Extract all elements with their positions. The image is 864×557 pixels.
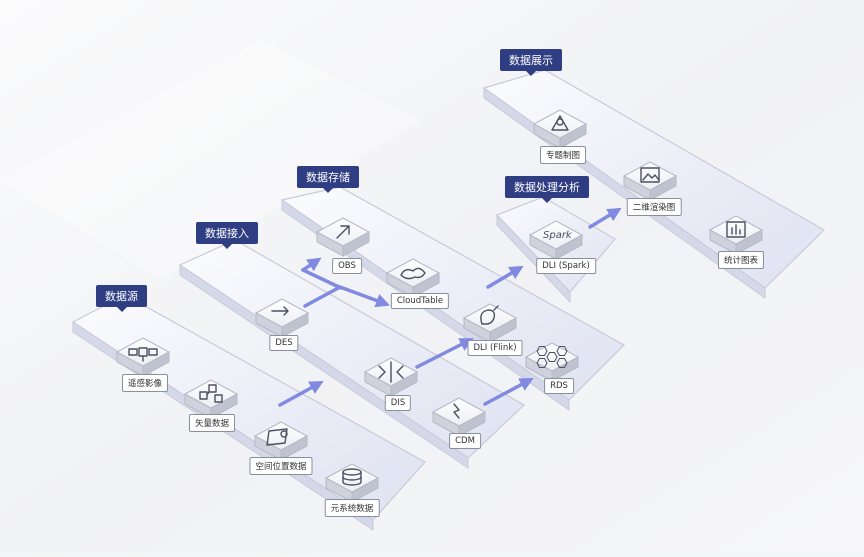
- band-ingest: [178, 239, 525, 469]
- bar-chart-icon: [726, 221, 746, 238]
- node-label-dli-spark: DLI (Spark): [536, 258, 596, 274]
- arrow-to-spark: [486, 265, 524, 289]
- converge-arrows-icon: [378, 361, 404, 383]
- tile-database: [324, 463, 380, 503]
- tile-satellite: [115, 337, 171, 377]
- upload-arrow-icon: [336, 225, 350, 239]
- tile-map-marker: [532, 109, 588, 149]
- node-label-des: DES: [269, 335, 299, 351]
- arrow-branch: [301, 268, 343, 290]
- node-label-meta-system: 元系统数据: [324, 499, 380, 517]
- database-icon: [342, 468, 362, 486]
- tile-transfer-box: [254, 298, 310, 338]
- tile-cloud-table: [385, 258, 441, 298]
- location-pin-icon: [266, 428, 288, 446]
- node-label-spatial-location: 空间位置数据: [249, 457, 313, 475]
- node-label-cloudtable: CloudTable: [390, 293, 450, 309]
- layer-title-source: 数据源: [96, 285, 147, 312]
- spark-logo-icon: Spark: [543, 230, 573, 241]
- tiles: Spark: [115, 109, 764, 503]
- node-label-remote-sensing: 遥感影像: [121, 374, 169, 392]
- migrate-icon: [453, 403, 460, 419]
- arrow-spark-to-display: [588, 207, 622, 229]
- node-label-obs: OBS: [332, 258, 362, 274]
- squirrel-icon: [480, 305, 499, 325]
- tile-bar-chart: [708, 215, 764, 255]
- node-label-stat-chart: 统计图表: [717, 251, 765, 269]
- tile-squirrel: [462, 303, 518, 343]
- image-icon: [640, 167, 660, 183]
- arrow-cdm-to-rds: [483, 378, 534, 406]
- node-label-rds: RDS: [544, 378, 574, 394]
- map-marker-icon: [551, 115, 569, 131]
- vector-grid-icon: [199, 384, 223, 403]
- node-label-cdm: CDM: [449, 433, 481, 449]
- layer-title-ingest: 数据接入: [196, 222, 258, 249]
- tile-upload-arrow: [315, 217, 371, 257]
- arrow-dis-to-flink: [415, 338, 474, 369]
- node-label-thematic-map: 专题制图: [539, 146, 587, 164]
- layer-title-display: 数据展示: [500, 49, 562, 76]
- hex-cluster-icon: [536, 346, 568, 368]
- node-label-vector-data: 矢量数据: [188, 414, 236, 432]
- satellite-icon: [128, 347, 158, 362]
- arrow-source-to-ingest: [278, 380, 324, 407]
- tile-location-pin: [253, 421, 309, 461]
- tile-migrate: [431, 397, 487, 437]
- node-label-dis: DIS: [384, 395, 412, 411]
- flow-arrows: [278, 207, 622, 407]
- svg-text:Spark: Spark: [543, 230, 573, 241]
- arrow-des-to-obs: [301, 257, 322, 272]
- tile-converge-arrows: [363, 357, 419, 397]
- cloud-table-icon: [400, 267, 426, 280]
- layer-title-storage: 数据存储: [297, 166, 359, 193]
- tile-vector-grid: [183, 379, 239, 419]
- transfer-box-icon: [271, 306, 289, 316]
- layer-title-process: 数据处理分析: [505, 176, 589, 203]
- tile-hex-cluster: [524, 342, 580, 382]
- node-label-2d-render: 二维渲染图: [626, 198, 682, 216]
- node-label-dli-flink: DLI (Flink): [467, 340, 523, 356]
